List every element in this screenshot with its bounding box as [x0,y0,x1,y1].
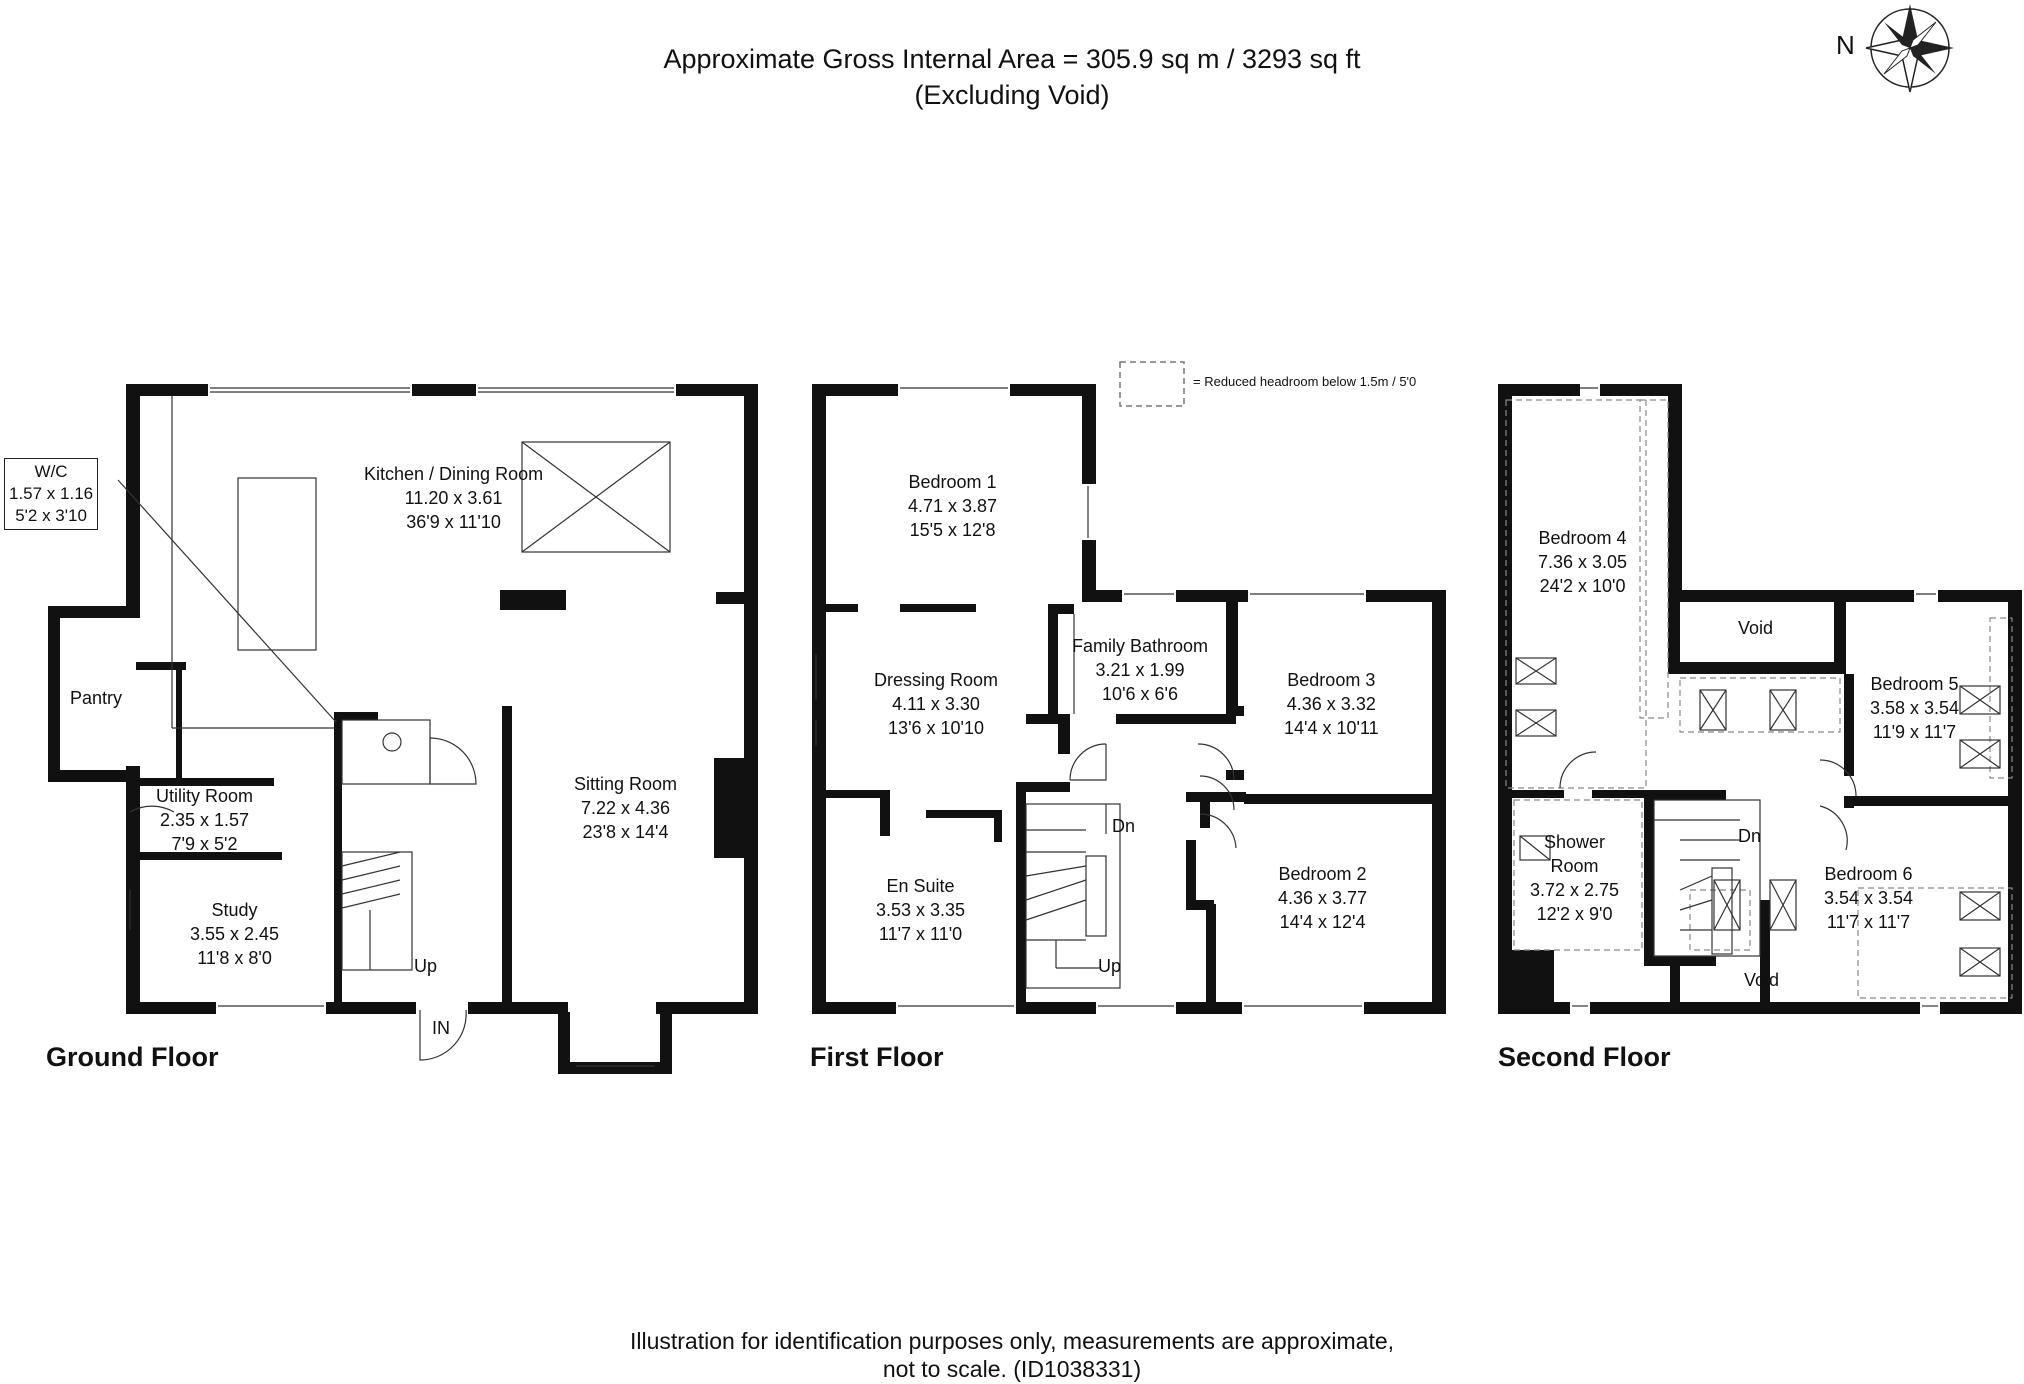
room-shower-name: Shower [1544,832,1606,852]
room-bedroom4-name: Bedroom 4 [1538,528,1627,548]
first-stair-down-label: Dn [1112,816,1136,836]
room-wc-metric: 1.57 x 1.16 [9,484,94,503]
room-bedroom6: Bedroom 6 3.54 x 3.54 11'7 x 11'7 [1824,862,1913,934]
room-bathroom-name: Family Bathroom [1072,636,1209,656]
compass-label: N [1836,30,1855,60]
room-sitting-metric: 7.22 x 4.36 [580,798,671,818]
room-utility: Utility Room 2.35 x 1.57 7'9 x 5'2 [156,784,253,856]
room-bedroom6-metric: 3.54 x 3.54 [1824,888,1914,908]
ground-floor-details [117,387,674,1067]
compass-rose-icon [1865,4,1954,93]
room-ensuite-name: En Suite [886,876,955,896]
room-bedroom5: Bedroom 5 3.58 x 3.54 11'9 x 11'7 [1870,672,1959,744]
room-bedroom2: Bedroom 2 4.36 x 3.77 14'4 x 12'4 [1278,862,1367,934]
room-bedroom4-metric: 7.36 x 3.05 [1538,552,1628,572]
room-bathroom-metric: 3.21 x 1.99 [1095,660,1185,680]
room-bedroom4: Bedroom 4 7.36 x 3.05 24'2 x 10'0 [1538,526,1627,598]
room-kitchen: Kitchen / Dining Room 11.20 x 3.61 36'9 … [364,462,543,534]
room-utility-imperial: 7'9 x 5'2 [171,834,238,854]
room-study-name: Study [211,900,258,920]
room-bedroom5-metric: 3.58 x 3.54 [1870,698,1960,718]
room-sitting-imperial: 23'8 x 14'4 [582,822,669,842]
room-bedroom6-imperial: 11'7 x 11'7 [1826,912,1911,932]
room-wc: W/C 1.57 x 1.16 5'2 x 3'10 [4,458,99,530]
room-ensuite: En Suite 3.53 x 3.35 11'7 x 11'0 [876,874,965,946]
second-floor-plan [1498,384,2022,1014]
second-floor-label: Second Floor [1498,1042,1671,1072]
first-floor-plan [812,384,1446,1014]
room-shower-imperial: 12'2 x 9'0 [1536,904,1613,924]
room-bedroom1-imperial: 15'5 x 12'8 [909,520,996,540]
first-floor-label: First Floor [810,1042,944,1072]
room-sitting: Sitting Room 7.22 x 4.36 23'8 x 14'4 [574,772,677,844]
disclaimer-line1: Illustration for identification purposes… [629,1328,1395,1354]
room-kitchen-imperial: 36'9 x 11'10 [406,512,501,532]
room-bathroom-imperial: 10'6 x 6'6 [1102,684,1178,704]
room-bedroom5-imperial: 11'9 x 11'7 [1872,722,1957,742]
room-dressing-metric: 4.11 x 3.30 [892,694,980,714]
room-ensuite-imperial: 11'7 x 11'0 [878,924,963,944]
room-bedroom1-name: Bedroom 1 [908,472,997,492]
room-bedroom3: Bedroom 3 4.36 x 3.32 14'4 x 10'11 [1284,668,1379,740]
room-dressing-name: Dressing Room [874,670,999,690]
room-void-top-name: Void [1738,618,1774,638]
disclaimer-line2: not to scale. (ID1038331) [882,1356,1142,1382]
room-bedroom3-imperial: 14'4 x 10'11 [1284,718,1379,738]
area-subtitle: (Excluding Void) [914,80,1110,110]
room-shower-metric: 3.72 x 2.75 [1530,880,1620,900]
room-wc-imperial: 5'2 x 3'10 [15,506,87,525]
room-bedroom1-metric: 4.71 x 3.87 [908,496,998,516]
room-void-top: Void [1738,616,1773,640]
room-pantry: Pantry [70,686,122,710]
room-kitchen-metric: 11.20 x 3.61 [404,488,503,508]
room-pantry-name: Pantry [70,688,123,708]
legend-label: = Reduced headroom below 1.5m / 5'0 [1193,374,1417,389]
area-title: Approximate Gross Internal Area = 305.9 … [663,44,1361,74]
room-study: Study 3.55 x 2.45 11'8 x 8'0 [190,898,279,970]
room-bedroom4-imperial: 24'2 x 10'0 [1539,576,1626,596]
room-study-imperial: 11'8 x 8'0 [197,948,272,968]
room-ensuite-metric: 3.53 x 3.35 [876,900,966,920]
room-study-metric: 3.55 x 2.45 [190,924,280,944]
room-bedroom2-name: Bedroom 2 [1278,864,1367,884]
second-floor-details [1505,387,2013,1007]
room-sitting-name: Sitting Room [574,774,678,794]
ground-floor-label: Ground Floor [46,1042,219,1072]
room-dressing-imperial: 13'6 x 10'10 [888,718,984,738]
room-bedroom2-metric: 4.36 x 3.77 [1278,888,1368,908]
room-dressing: Dressing Room 4.11 x 3.30 13'6 x 10'10 [874,668,998,740]
first-floor-details [815,387,1364,1007]
room-void-bottom-name: Void [1744,970,1780,990]
room-bedroom1: Bedroom 1 4.71 x 3.87 15'5 x 12'8 [908,470,997,542]
room-bedroom6-name: Bedroom 6 [1824,864,1913,884]
room-utility-metric: 2.35 x 1.57 [159,810,250,830]
room-bedroom5-name: Bedroom 5 [1870,674,1959,694]
room-bedroom3-name: Bedroom 3 [1287,670,1376,690]
room-kitchen-name: Kitchen / Dining Room [364,464,544,484]
ground-stair-up-label: Up [414,956,438,976]
room-bedroom2-imperial: 14'4 x 12'4 [1279,912,1366,932]
room-utility-name: Utility Room [156,786,254,806]
room-void-bottom: Void [1744,968,1779,992]
first-stair-up-label: Up [1098,956,1122,976]
second-stair-down-label: Dn [1738,826,1762,846]
room-wc-name: W/C [34,462,68,481]
legend-swatch [1119,361,1185,407]
room-shower: Shower Room 3.72 x 2.75 12'2 x 9'0 [1530,830,1619,926]
room-shower-name2: Room [1550,856,1599,876]
room-bedroom3-metric: 4.36 x 3.32 [1286,694,1376,714]
ground-floor-plan [48,384,758,1074]
room-bathroom: Family Bathroom 3.21 x 1.99 10'6 x 6'6 [1072,634,1208,706]
entry-label: IN [432,1018,450,1038]
